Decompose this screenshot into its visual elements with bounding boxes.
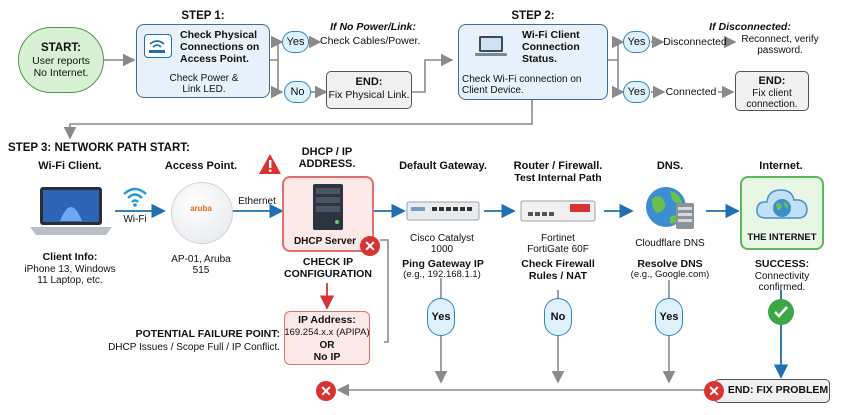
step2-title: Wi-Fi Client Connection Status.: [522, 29, 580, 65]
client-info: iPhone 13, Windows 11 Laptop, etc.: [24, 264, 116, 287]
dns-model: Cloudflare DNS: [635, 238, 705, 249]
dns-yes-pill: Yes: [655, 298, 683, 336]
dhcp-error-icon: ✕: [360, 236, 380, 256]
dhcp-check: CHECK IP CONFIGURATION: [284, 256, 372, 280]
dhcp-label: DHCP / IP ADDRESS.: [298, 146, 356, 171]
router-check: Check Firewall Rules / NAT: [521, 258, 595, 282]
step1-end-text: Fix Physical Link.: [328, 89, 410, 101]
step2-end-text: Fix client connection.: [746, 88, 798, 111]
step2-if-label: If Disconnected:: [709, 21, 791, 33]
step1-no-pill: No: [284, 81, 311, 103]
dns-label: DNS.: [656, 160, 684, 172]
firewall-icon: [520, 197, 596, 230]
step2-action: Reconnect, verify password.: [741, 34, 819, 57]
failure-or: OR: [319, 340, 335, 351]
start-node: [18, 27, 104, 93]
router-sub: Test Internal Path: [514, 172, 602, 184]
step1-sub: Check Power & Link LED.: [169, 73, 239, 96]
access-point-icon: [171, 182, 233, 244]
ap-brand: aruba: [190, 204, 212, 213]
failure-box-title: IP Address:: [298, 314, 356, 326]
step2-sub: Check Wi-Fi connection on Client Device.: [462, 74, 582, 97]
server-icon: [310, 182, 346, 237]
start-text: User reports No Internet.: [32, 55, 90, 79]
step1-if-label: If No Power/Link:: [330, 21, 416, 33]
step2-header: STEP 2:: [511, 10, 555, 22]
failure-error-icon: ✕: [316, 381, 336, 401]
step2-disconnected-label: Disconnected: [663, 36, 727, 48]
step1-end-box: [326, 71, 412, 109]
failure-noip: No IP: [313, 351, 341, 363]
client-info-title: Client Info:: [42, 251, 98, 263]
dns-example: (e.g., Google.com): [630, 269, 710, 280]
dns-check: Resolve DNS: [637, 258, 703, 270]
internet-label: Internet.: [759, 160, 803, 172]
step1-title: Check Physical Connections on Access Poi…: [180, 29, 260, 65]
step1-header: STEP 1:: [181, 10, 225, 22]
wifi-icon: [122, 186, 148, 213]
ap-label: Access Point.: [164, 160, 238, 172]
warning-icon: [258, 153, 282, 180]
ethernet-label: Ethernet: [238, 196, 276, 207]
gateway-label: Default Gateway.: [399, 160, 487, 172]
failure-text: DHCP Issues / Scope Full / IP Conflict.: [108, 342, 280, 353]
gateway-example: (e.g., 192.168.1.1): [403, 269, 481, 280]
step2-end-title: END:: [758, 75, 786, 87]
step1-end-title: END:: [355, 76, 383, 88]
internet-cloud-label: THE INTERNET: [747, 232, 817, 243]
router-no-pill: No: [544, 298, 572, 336]
step1-yes-pill: Yes: [282, 31, 309, 53]
success-text: Connectivity confirmed.: [754, 271, 810, 294]
router-icon: [144, 34, 172, 58]
wifi-label: Wi-Fi: [123, 214, 147, 225]
gateway-yes-pill: Yes: [427, 298, 455, 336]
final-error-icon: ✕: [704, 381, 724, 401]
success-title: SUCCESS:: [754, 258, 810, 270]
dns-globe-icon: [642, 183, 698, 238]
gateway-model: Cisco Catalyst 1000: [410, 233, 474, 256]
step2-yes-connected-pill: Yes: [623, 81, 650, 103]
dhcp-server-label: DHCP Server: [293, 236, 357, 247]
step1-yes-action: Check Cables/Power.: [320, 35, 421, 47]
step3-header: STEP 3: NETWORK PATH START:: [8, 142, 190, 154]
final-end-label: END: FIX PROBLEM: [727, 384, 829, 396]
router-model: Fortinet FortiGate 60F: [527, 233, 589, 256]
laptop-small-icon: [474, 34, 508, 65]
switch-icon: [406, 198, 480, 229]
step2-end-box: [735, 71, 809, 111]
client-label: Wi-Fi Client.: [38, 160, 102, 172]
failure-title: POTENTIAL FAILURE POINT:: [135, 328, 280, 340]
final-end-box: [714, 379, 830, 403]
laptop-icon: [30, 185, 112, 242]
step2-yes-disconnected-pill: Yes: [623, 31, 650, 53]
gateway-check: Ping Gateway IP: [402, 258, 484, 270]
failure-apipa: 169.254.x.x (APIPA): [284, 327, 370, 338]
router-label: Router / Firewall.: [513, 160, 603, 172]
step2-connected-label: Connected: [665, 86, 717, 98]
failure-box: [284, 311, 370, 365]
cloud-icon: [754, 184, 810, 229]
start-title: START:: [40, 42, 82, 54]
success-check-icon: [768, 299, 794, 325]
ap-model: AP-01, Aruba 515: [171, 254, 231, 277]
